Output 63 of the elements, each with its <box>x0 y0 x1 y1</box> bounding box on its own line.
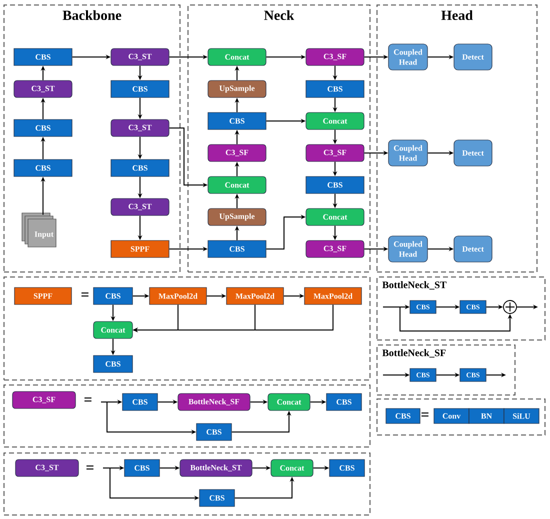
layer-box: MaxPool2d <box>149 287 207 305</box>
equals-sign: = <box>86 466 94 470</box>
layer-box: Coupled Head <box>388 236 428 262</box>
equals-sign: = <box>81 292 88 297</box>
layer-box: SiLU <box>504 408 540 424</box>
layer-box: Detect <box>454 236 492 262</box>
layer-box: CBS <box>386 408 420 424</box>
layer-box: CBS <box>208 240 266 258</box>
layer-box: MaxPool2d <box>304 287 362 305</box>
layer-box: C3_ST <box>14 80 72 98</box>
layer-box: BottleNeck_ST <box>180 459 252 477</box>
layer-box: CBS <box>124 459 160 477</box>
layer-box: Concat <box>306 112 364 130</box>
dashed-panel <box>4 276 370 380</box>
layer-box: C3_ST <box>110 198 170 216</box>
layer-box: Detect <box>454 140 492 166</box>
layer-box: CBS <box>306 176 364 194</box>
layer-box: Detect <box>454 44 492 70</box>
dashed-panel <box>4 384 370 448</box>
layer-box: CBS <box>110 159 170 177</box>
layer-box: Concat <box>208 176 266 194</box>
layer-box: UpSample <box>208 80 266 98</box>
layer-box: Concat <box>270 459 314 477</box>
layer-box: CBS <box>196 423 232 441</box>
layer-box: CBS <box>110 80 170 98</box>
layer-box: CBS <box>329 459 365 477</box>
layer-box: CBS <box>326 393 362 411</box>
layer-box: CBS <box>208 112 266 130</box>
dashed-panel <box>4 452 370 516</box>
layer-box: BottleNeck_SF <box>178 393 250 411</box>
layer-box: Concat <box>268 393 310 411</box>
layer-box: C3_SF <box>306 48 364 66</box>
layer-box: CBS <box>93 355 133 373</box>
layer-box: Coupled Head <box>388 44 428 70</box>
layer-box: Concat <box>306 208 364 226</box>
layer-box: CBS <box>14 48 72 66</box>
layer-box: CBS <box>306 80 364 98</box>
layer-box: C3_SF <box>306 240 364 258</box>
layer-box: SPPF <box>14 287 72 305</box>
layer-box: CBS <box>14 119 72 137</box>
input-stack: Input <box>22 212 56 248</box>
layer-box: C3_SF <box>306 144 364 162</box>
layer-box: Concat <box>208 48 266 66</box>
layer-box: C3_ST <box>15 459 79 477</box>
dashed-panel <box>376 398 546 436</box>
layer-box: CBS <box>14 159 72 177</box>
layer-box: CBS <box>93 287 133 305</box>
equals-sign: = <box>421 412 428 417</box>
layer-box: BN <box>468 408 504 424</box>
layer-box: C3_SF <box>12 391 76 409</box>
layer-box: CBS <box>199 489 235 507</box>
layer-box: UpSample <box>208 208 266 226</box>
layer-box: CBS <box>122 393 158 411</box>
layer-box: C3_ST <box>110 48 170 66</box>
layer-box: MaxPool2d <box>226 287 284 305</box>
layer-box: Coupled Head <box>388 140 428 166</box>
equals-sign: = <box>84 398 92 402</box>
layer-box: Concat <box>93 321 133 339</box>
layer-box: SPPF <box>110 240 170 258</box>
sum-circle <box>503 300 517 314</box>
layer-box: C3_ST <box>110 119 170 137</box>
layer-box: C3_SF <box>208 144 266 162</box>
layer-box: Conv <box>434 408 470 424</box>
